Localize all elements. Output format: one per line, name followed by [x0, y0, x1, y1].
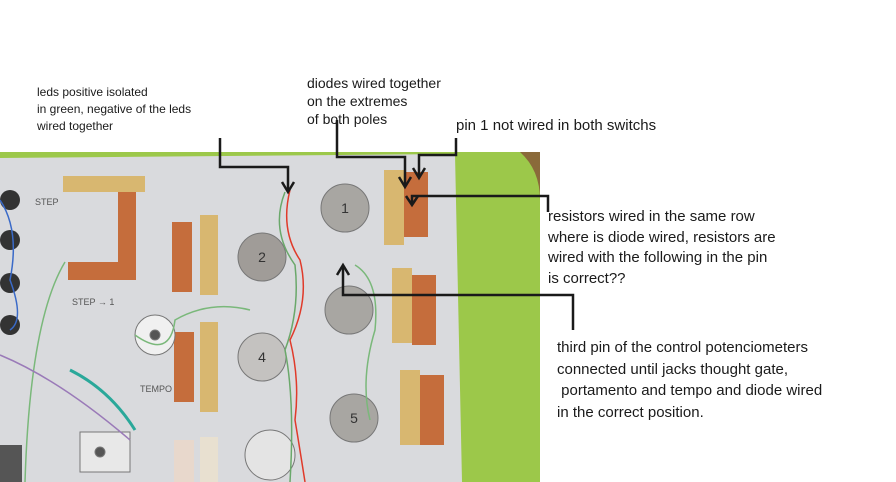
pot-label: 2: [258, 249, 266, 265]
potentiometers: [79, 183, 379, 481]
resistors-arrow: [410, 194, 550, 212]
note-line: portamento and tempo and diode wired: [557, 382, 823, 399]
note-line: leds positive isolated: [37, 85, 148, 99]
wires: [0, 189, 377, 482]
plate-label: STEP → 1: [72, 297, 114, 307]
diodes-arrow: [335, 120, 407, 186]
pot-label: 5: [350, 410, 358, 426]
pin1-arrow: [417, 138, 458, 177]
leds-note: leds positive isolated in green, negativ…: [37, 84, 191, 135]
note-line: of both poles: [307, 111, 388, 127]
note-line: on the extremes: [307, 93, 408, 109]
note-line: where is diode wired, resistors are: [548, 228, 776, 246]
arrowhead-icon: [335, 262, 351, 276]
pcb-strips: [63, 170, 444, 482]
note-line: wired with the following in the pin: [548, 249, 768, 266]
note-line: resistors wired in the same row: [548, 208, 755, 225]
plate-label: STEP: [35, 197, 59, 207]
third-pin-note: third pin of the control potenciometers …: [557, 337, 822, 423]
note-line: diodes wired together: [307, 75, 441, 91]
plate-label: TEMPO: [140, 384, 172, 394]
pot-label: 4: [258, 349, 266, 365]
note-line: is correct??: [548, 269, 626, 287]
arrowhead-icon: [280, 181, 296, 195]
arrowhead-icon: [397, 176, 413, 190]
note-line: third pin of the control potenciometers: [557, 339, 808, 356]
third-pin-arrow: [341, 266, 575, 330]
diodes-note: diodes wired together on the extremes of…: [307, 74, 441, 128]
note-line: in green, negative of the leds: [37, 102, 192, 116]
pot-label: 1: [341, 200, 349, 216]
arrowhead-icon: [411, 167, 427, 181]
jacks: [0, 190, 22, 482]
pin1-note: pin 1 not wired in both switchs: [456, 117, 657, 134]
note-line: wired together: [37, 119, 114, 133]
leds-arrow: [218, 138, 290, 190]
note-line: connected until jacks thought gate,: [557, 360, 788, 378]
resistors-note: resistors wired in the same row where is…: [548, 207, 776, 289]
note-line: in the correct position.: [557, 403, 704, 421]
arrowhead-icon: [404, 195, 420, 208]
